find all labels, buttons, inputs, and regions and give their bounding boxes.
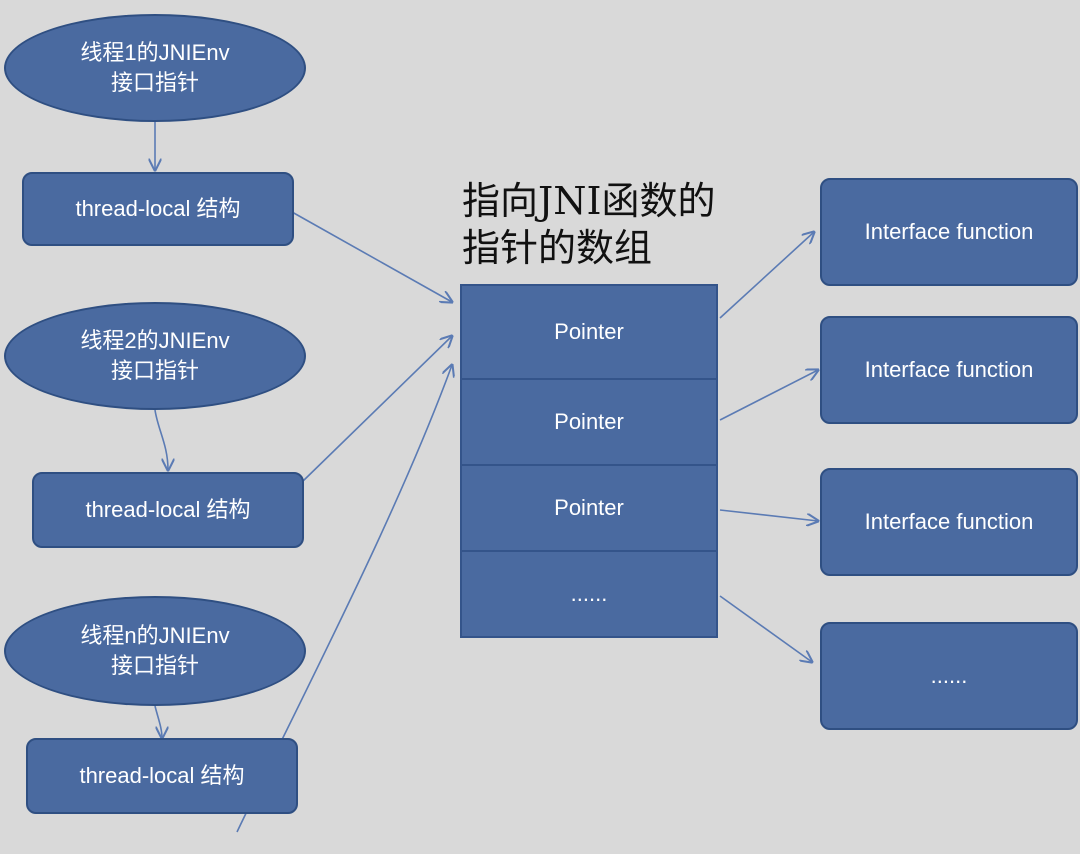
pointer-cell-4-label: ...... [570,581,608,607]
pointer-cell-4: ...... [460,550,718,638]
thread1-env-line1: 线程1的JNIEnv [80,40,230,66]
arrow-env2-to-local2 [154,409,168,470]
thread1-local-label: thread-local 结构 [75,196,241,222]
arrow-local2-to-table [301,336,452,483]
threadn-local-label: thread-local 结构 [79,763,245,789]
interface-function-4-label: ...... [930,663,968,689]
arrow-pointer4-to-function4 [719,595,812,662]
thread2-local-label: thread-local 结构 [85,497,251,523]
thread1-jnienv-ellipse: 线程1的JNIEnv 接口指针 [4,14,306,122]
pointer-table-title: 指向JNI函数的 指针的数组 [462,178,716,272]
title-line2: 指针的数组 [462,226,653,271]
thread2-env-line1: 线程2的JNIEnv [80,328,230,354]
title-line1: 指向JNI函数的 [462,179,716,223]
threadn-local-box: thread-local 结构 [26,738,298,814]
pointer-cell-3-label: Pointer [554,495,624,521]
arrow-local1-to-table [291,211,452,302]
arrow-envn-to-localn [154,705,162,738]
threadn-env-line2: 接口指针 [110,653,199,678]
threadn-jnienv-ellipse: 线程n的JNIEnv 接口指针 [4,596,306,706]
thread2-env-line2: 接口指针 [110,358,199,383]
arrow-pointer1-to-function1 [719,232,814,319]
pointer-cell-2-label: Pointer [554,409,624,435]
thread1-env-line2: 接口指针 [110,70,199,95]
interface-function-3: Interface function [820,468,1078,576]
pointer-cell-2: Pointer [460,378,718,466]
pointer-cell-1: Pointer [460,284,718,380]
thread2-jnienv-ellipse: 线程2的JNIEnv 接口指针 [4,302,306,410]
arrow-pointer3-to-function3 [719,509,818,521]
interface-function-1-label: Interface function [864,219,1034,245]
interface-function-2-label: Interface function [864,357,1034,383]
thread2-local-box: thread-local 结构 [32,472,304,548]
pointer-cell-3: Pointer [460,464,718,552]
interface-function-2: Interface function [820,316,1078,424]
arrow-pointer2-to-function2 [719,370,818,421]
pointer-cell-1-label: Pointer [554,319,624,345]
thread1-local-box: thread-local 结构 [22,172,294,246]
threadn-env-line1: 线程n的JNIEnv [80,623,230,649]
interface-function-3-label: Interface function [864,509,1034,535]
interface-function-1: Interface function [820,178,1078,286]
interface-function-4: ...... [820,622,1078,730]
